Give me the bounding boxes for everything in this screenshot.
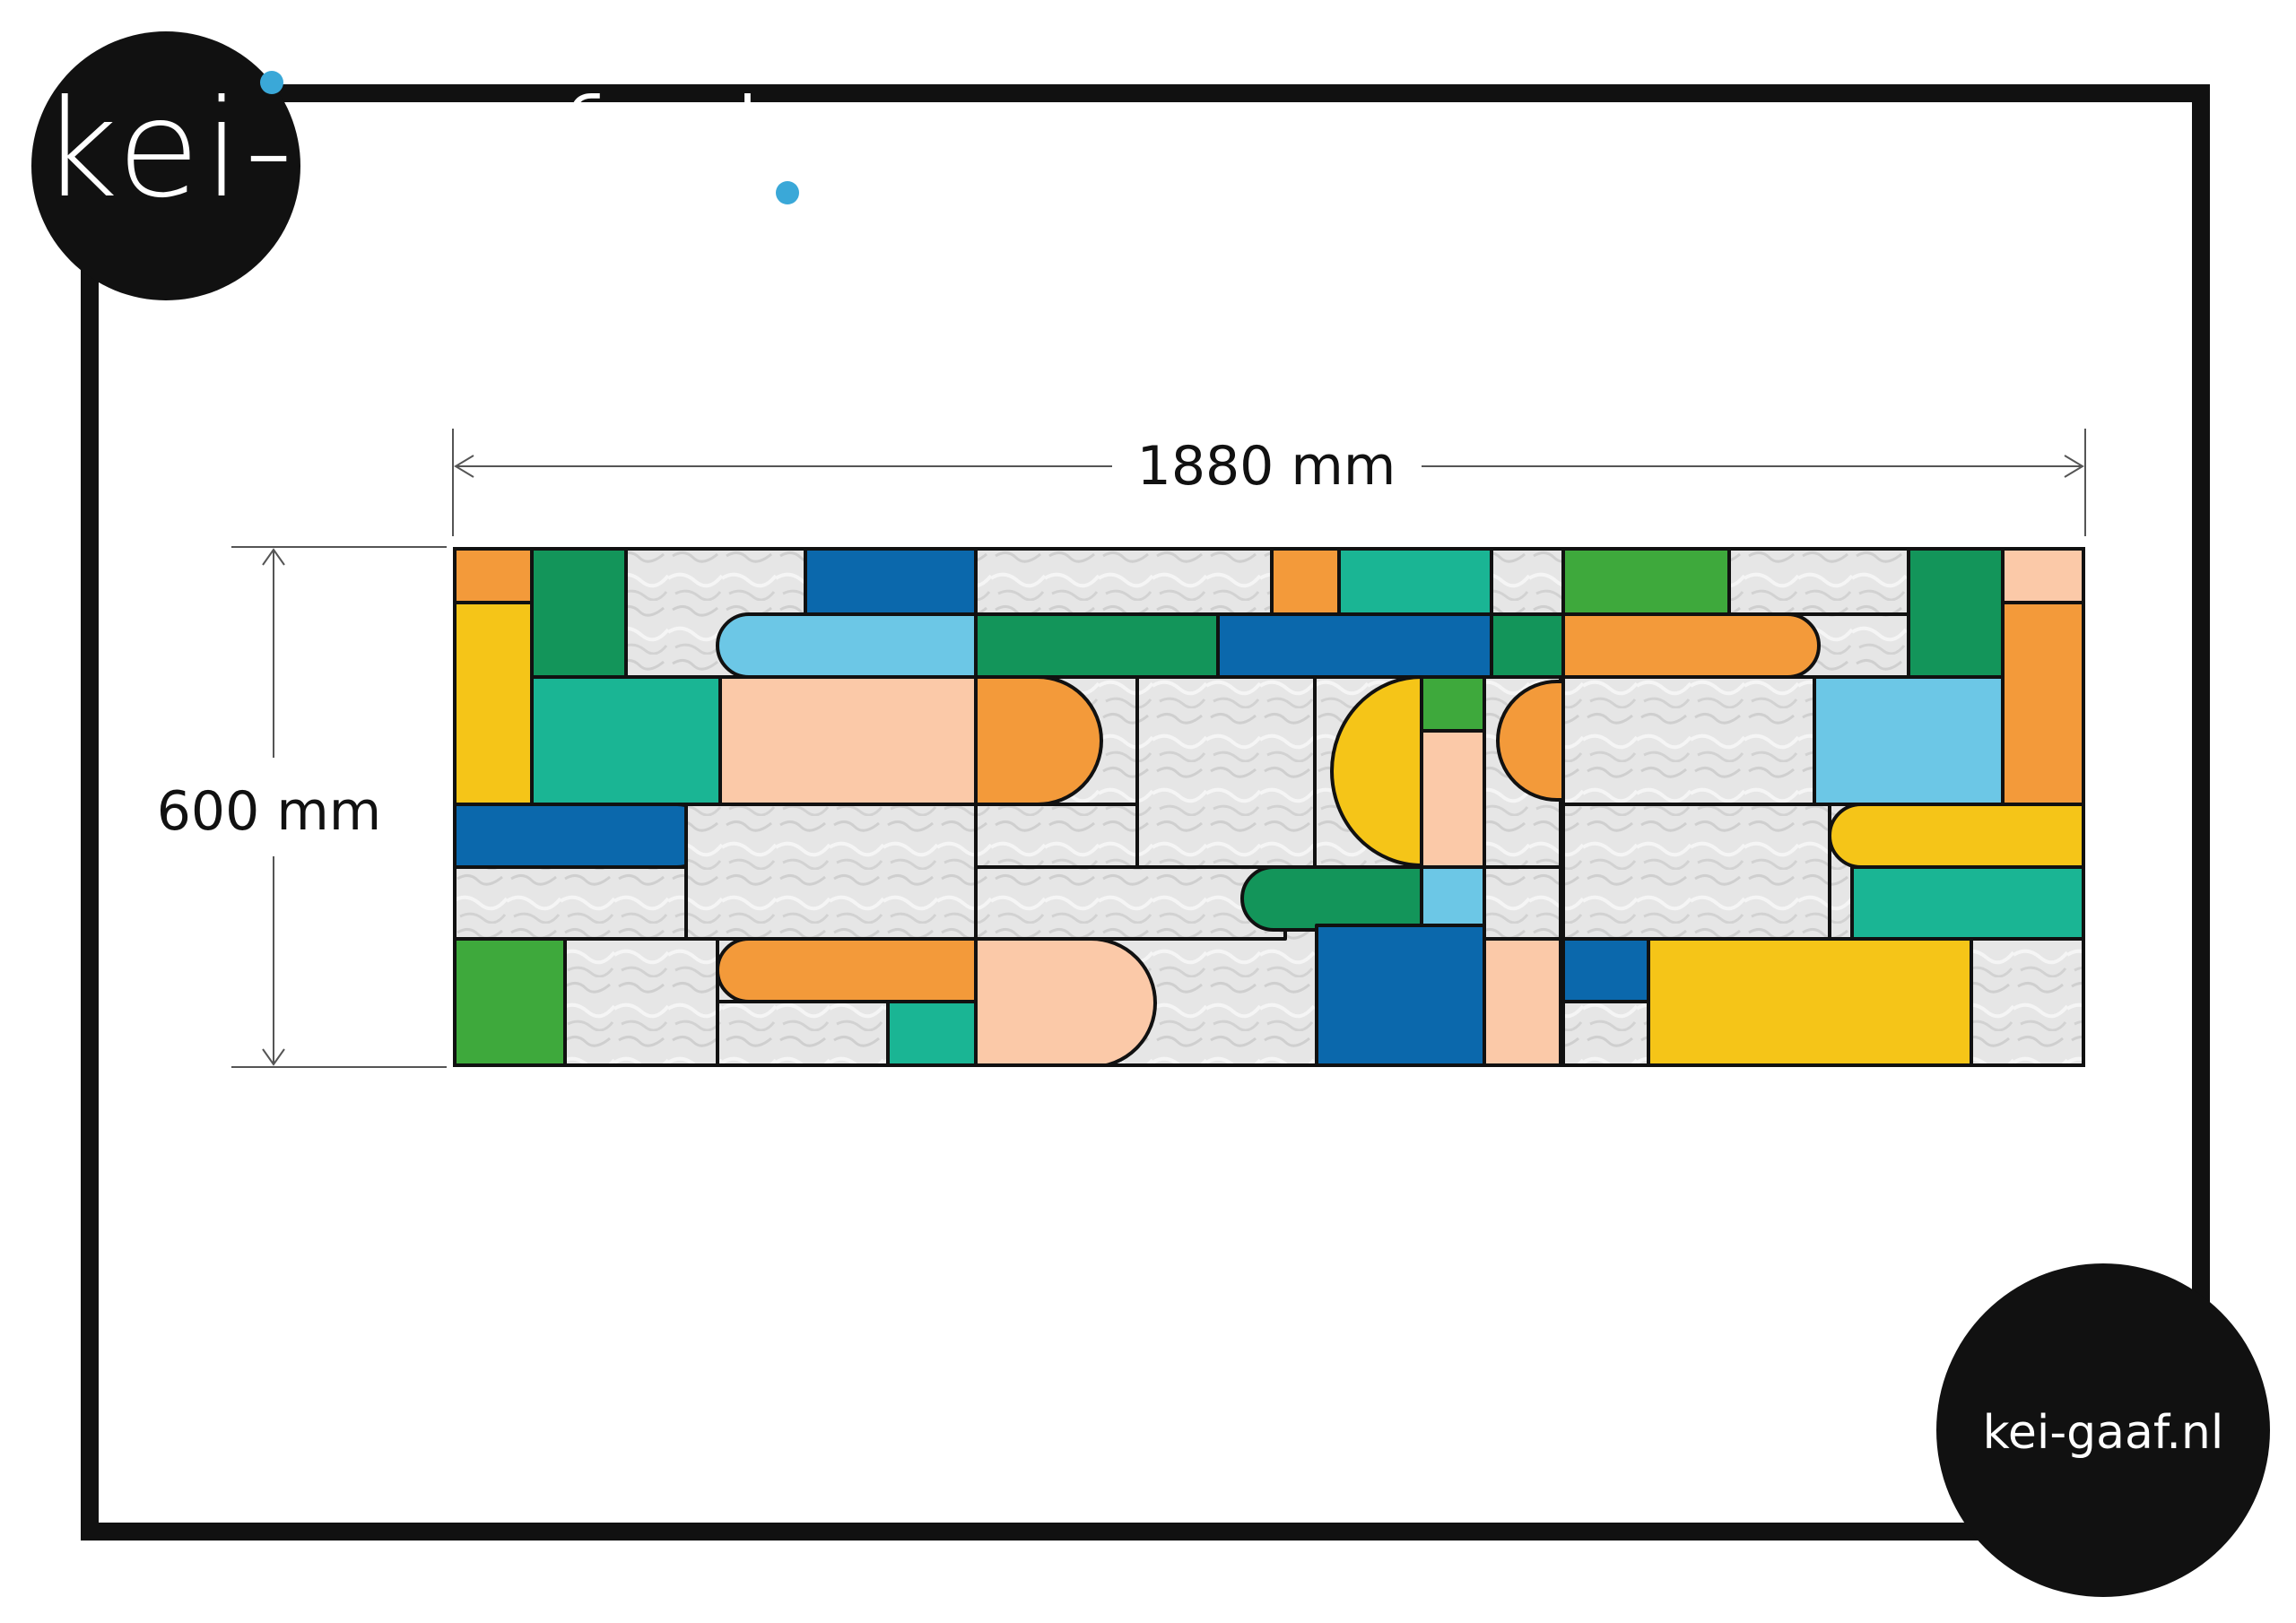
glass-piece [1337,547,1493,616]
glass-piece [718,675,978,806]
width-dimension-label: 1880 mm [1137,435,1396,498]
glass-piece [1561,612,1821,679]
glass-piece [1727,547,1910,616]
glass-piece [1970,937,2085,1067]
glass-piece [1561,547,1731,616]
glass-piece [1907,547,2005,679]
glass-piece [1216,612,1493,679]
glass-piece [974,865,1287,941]
glass-piece [2001,547,2085,604]
glass-piece [1420,675,1486,733]
glass-piece [1490,612,1565,679]
brand-logo-top: kei-gaaf.nl [40,71,799,224]
glass-piece [1561,1000,1650,1067]
drawing-frame [81,84,2210,1541]
glass-piece [1420,865,1486,927]
glass-piece [716,1000,890,1067]
glass-piece [886,1000,978,1067]
glass-piece [1135,675,1317,869]
glass-piece [684,803,978,941]
glass-piece [1420,729,1486,869]
glass-piece [2001,601,2085,806]
brand-name-top: kei-gaaf.nl [40,72,770,224]
glass-piece [1828,803,2085,869]
glass-piece [530,675,722,806]
glass-piece [1561,675,1816,806]
glass-piece [974,612,1220,679]
glass-piece [974,937,1157,1067]
stained-glass-panel [453,547,2085,1067]
logo-dot-bottom [776,181,799,204]
glass-piece [453,803,710,869]
glass-piece [974,803,1139,869]
glass-piece [530,547,628,679]
glass-piece [974,547,1274,616]
glass-piece [1561,803,1831,941]
glass-piece [1315,924,1486,1067]
glass-piece [453,547,534,604]
glass-piece [453,937,567,1067]
glass-piece [1850,865,2085,941]
height-dimension-label: 600 mm [157,780,382,843]
glass-piece [1270,547,1341,616]
glass-piece [1490,547,1565,616]
glass-piece [804,547,978,616]
brand-logo-bottom: kei-gaaf.nl [1936,1263,2270,1597]
glass-piece [1496,680,1567,802]
glass-piece [974,675,1103,806]
glass-piece [716,937,978,1003]
glass-piece [1647,937,1973,1067]
glass-piece [1813,675,2005,806]
logo-dot-top [260,71,283,94]
brand-name-bottom: kei-gaaf.nl [1983,1406,2224,1460]
glass-piece [1240,865,1423,932]
glass-piece [563,937,719,1067]
glass-piece [453,865,688,941]
glass-piece [453,601,534,806]
glass-piece [1483,937,1562,1067]
glass-piece [1330,675,1423,867]
logo-circle-top [31,31,300,300]
glass-piece [716,612,978,679]
